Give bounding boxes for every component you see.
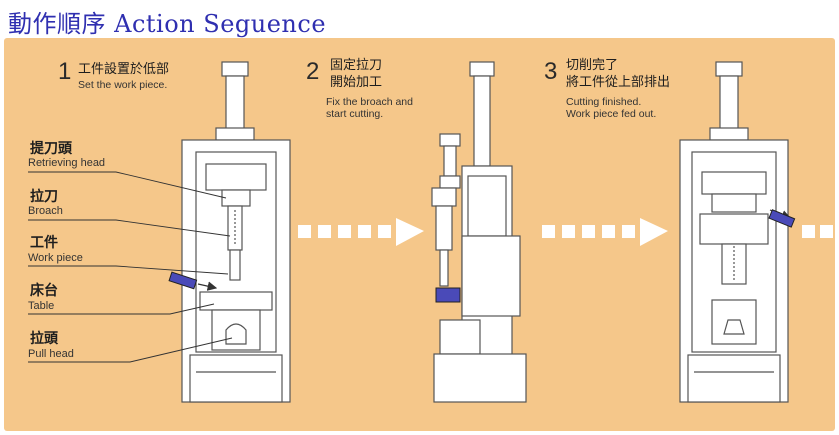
flow-arrow-1 [298, 218, 424, 246]
label-retrieving-head-en: Retrieving head [28, 157, 106, 169]
step-1-number: 1 [58, 58, 72, 85]
step-3-title-en-2: Work piece fed out. [566, 108, 657, 120]
machine-2 [431, 61, 527, 403]
label-broach-en: Broach [28, 205, 63, 217]
step-3-number: 3 [544, 58, 558, 85]
step-1-title-en: Set the work piece. [78, 79, 168, 91]
page-title: 動作順序 Action Seguence [8, 10, 327, 38]
step-3-title-zh-2: 將工件從上部排出 [566, 75, 671, 90]
label-broach-zh: 拉刀 [30, 189, 58, 205]
workpiece-1 [168, 271, 218, 291]
flow-arrow-2 [542, 218, 668, 246]
workpiece-3 [768, 209, 796, 228]
step-3-title-en-1: Cutting finished. [566, 96, 642, 108]
step-2-title-en-1: Fix the broach and [326, 96, 413, 108]
step-1-title-zh: 工件設置於低部 [78, 62, 170, 77]
workpiece-2 [435, 287, 461, 303]
step-2-title-zh-1: 固定拉刀 [330, 58, 383, 73]
label-table-zh: 床台 [30, 283, 58, 299]
step-2-title-en-2: start cutting. [326, 108, 384, 120]
label-leaders [28, 171, 233, 363]
label-pull-head-zh: 拉頭 [30, 331, 58, 347]
flow-arrow-3 [802, 225, 833, 238]
label-table-en: Table [28, 300, 55, 312]
step-2-number: 2 [306, 58, 320, 85]
step-2-title-zh-2: 開始加工 [330, 75, 383, 90]
machine-3 [679, 61, 789, 403]
step-3-title-zh-1: 切削完了 [566, 58, 619, 73]
label-pull-head-en: Pull head [28, 348, 74, 360]
machine-1 [181, 61, 291, 403]
label-work-piece-en: Work piece [28, 252, 83, 264]
label-retrieving-head-zh: 提刀頭 [30, 141, 72, 157]
label-work-piece-zh: 工件 [30, 235, 58, 251]
